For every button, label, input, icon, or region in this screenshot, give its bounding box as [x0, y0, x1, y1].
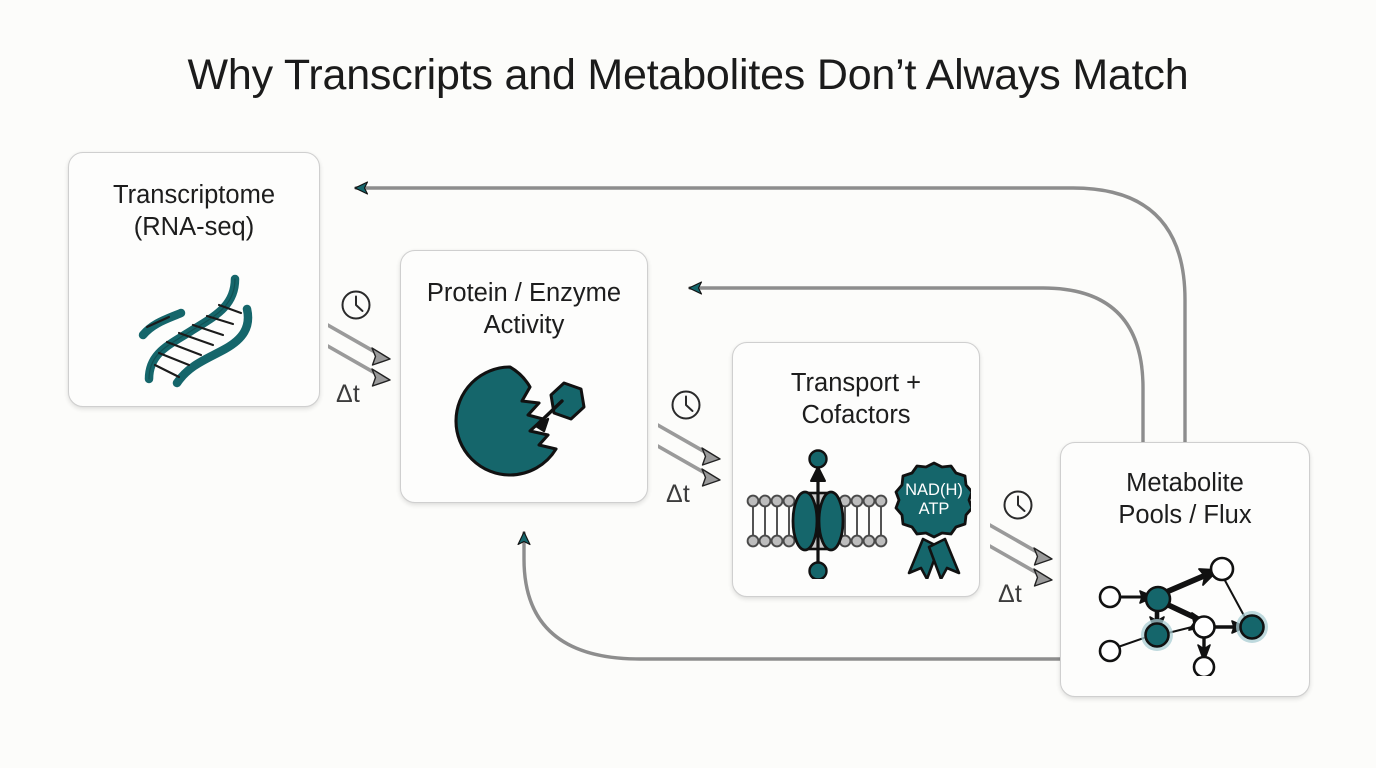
delay-arrow-lower — [658, 444, 721, 487]
delay-arrows — [990, 490, 1053, 587]
membrane-transporter-icon — [746, 449, 888, 579]
node-protein-label: Protein / Enzyme Activity — [426, 279, 622, 340]
transport-cofactor-art: NAD(H) ATP — [746, 449, 971, 579]
dna-double-helix-icon — [138, 274, 253, 388]
delay-arrows — [658, 390, 721, 487]
delay-arrows — [328, 290, 391, 387]
metabolic-network-graph-icon — [1098, 557, 1268, 677]
node-metabolite-label: Metabolite Pools / Flux — [1118, 469, 1252, 530]
node-transcriptome[interactable]: Transcriptome (RNA-seq) — [68, 152, 320, 407]
node-metabolite-art — [1061, 532, 1309, 696]
delay-label: Δt — [998, 580, 1023, 608]
delay-arrow-upper — [990, 523, 1053, 566]
node-transport-label: Transport + Cofactors — [790, 369, 922, 430]
page-title: Why Transcripts and Metabolites Don’t Al… — [187, 51, 1189, 99]
feedback-metabolite-to-transcriptome — [354, 181, 1187, 444]
delay-arrow-upper — [658, 423, 721, 466]
clock-icon — [1003, 490, 1033, 520]
delay-arrow-lower — [990, 544, 1053, 587]
delay-arrow-upper — [328, 323, 391, 366]
feedback-metabolite-to-protein-bottom — [517, 531, 1062, 661]
node-protein-art — [401, 342, 647, 502]
clock-icon — [341, 290, 371, 320]
node-transcriptome-art — [69, 244, 319, 406]
cofactor-badge-icon: NAD(H) ATP — [894, 461, 971, 579]
delay-group-transport-metabolite: Δt — [990, 488, 1102, 618]
feedback-metabolite-to-protein-top — [688, 281, 1145, 444]
delay-arrow-lower — [328, 344, 391, 387]
delay-label: Δt — [336, 380, 361, 408]
enzyme-substrate-binding-icon — [454, 365, 586, 477]
delay-group-transcriptome-protein: Δt — [328, 288, 440, 418]
node-transcriptome-label: Transcriptome (RNA-seq) — [112, 181, 275, 242]
badge-line-2: ATP — [919, 500, 950, 518]
node-metabolite-pools-flux[interactable]: Metabolite Pools / Flux — [1060, 442, 1310, 697]
node-protein-enzyme[interactable]: Protein / Enzyme Activity — [400, 250, 648, 503]
node-transport-cofactors[interactable]: Transport + Cofactors — [732, 342, 980, 597]
clock-icon — [671, 390, 701, 420]
node-transport-art: NAD(H) ATP — [733, 432, 979, 596]
badge-line-1: NAD(H) — [905, 481, 963, 499]
delay-label: Δt — [666, 480, 691, 508]
delay-group-protein-transport: Δt — [658, 388, 770, 518]
